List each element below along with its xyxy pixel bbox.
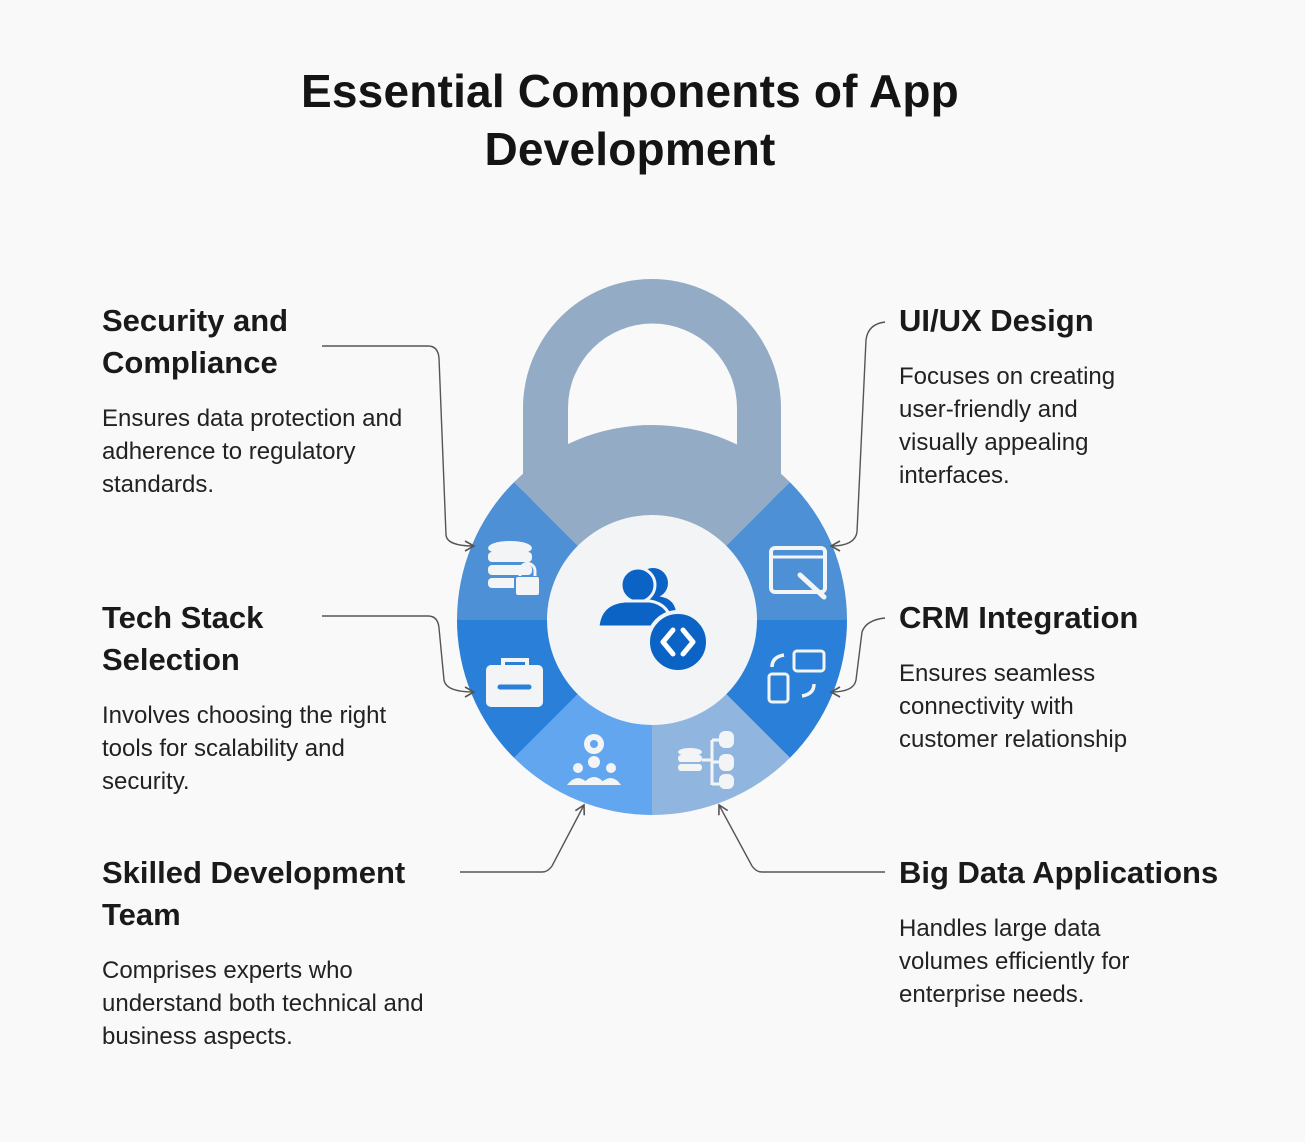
component-heading: Security and Compliance [102,303,289,380]
developers-code-icon [596,566,710,674]
component-description: Ensures seamless connectivity with custo… [899,660,1128,753]
component-heading: Skilled Development Team [102,855,406,932]
connector-techstack [322,615,476,698]
connector-bigdata [718,803,885,873]
database-lock-icon [488,541,541,597]
component-techstack: Tech Stack Selection Involves choosing t… [102,597,442,798]
connector-security [322,345,476,552]
component-description: Ensures data protection and adherence to… [102,405,403,498]
page-title: Essential Components of App Development [301,65,959,175]
toolbox-icon [486,658,543,707]
team-gear-icon [567,734,621,785]
window-pen-icon [769,546,827,600]
component-heading: Tech Stack Selection [102,600,264,677]
component-heading: Big Data Applications [899,855,1219,890]
component-description: Comprises experts who understand both te… [102,957,424,1050]
component-heading: CRM Integration [899,600,1139,635]
lock-shackle [523,279,781,500]
component-team: Skilled Development Team Comprises exper… [102,852,442,1053]
component-crm: CRM Integration Ensures seamless connect… [899,597,1239,756]
connector-uiux [829,321,886,552]
component-bigdata: Big Data Applications Handles large data… [899,852,1279,1011]
phone-card-sync-icon [767,649,826,704]
component-heading: UI/UX Design [899,303,1094,338]
component-security: Security and Compliance Ensures data pro… [102,300,442,501]
connector-crm [829,617,886,698]
connector-team [460,803,586,873]
component-description: Focuses on creating user-friendly and vi… [899,363,1116,489]
component-uiux: UI/UX Design Focuses on creating user-fr… [899,300,1239,492]
component-description: Involves choosing the right tools for sc… [102,702,387,795]
component-description: Handles large data volumes efficiently f… [899,915,1130,1008]
databases-tree-icon [678,731,734,789]
